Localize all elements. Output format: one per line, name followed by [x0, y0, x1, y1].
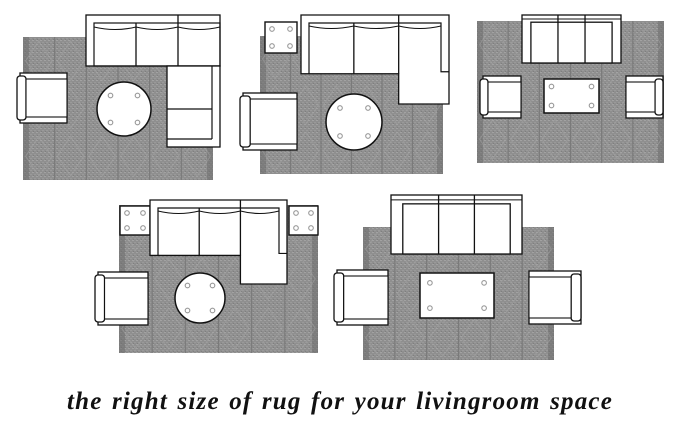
armchair-right [528, 270, 582, 325]
l-sofa [149, 199, 288, 285]
layout-1 [16, 14, 221, 180]
sofa [521, 14, 622, 64]
armchair-right [625, 75, 664, 119]
rect-coffee-table [419, 272, 495, 319]
armchair-left [239, 92, 298, 151]
layout-5 [333, 194, 582, 360]
end-table [288, 205, 319, 236]
layout-4 [94, 199, 319, 353]
round-coffee-table [325, 93, 383, 151]
armchair-left [16, 72, 68, 124]
round-coffee-table [96, 81, 152, 137]
end-table [119, 205, 151, 236]
caption: the right size of rug for your livingroo… [66, 388, 614, 415]
layout-3 [477, 14, 664, 163]
round-coffee-table [174, 272, 226, 324]
l-sofa [300, 14, 450, 105]
rect-coffee-table [543, 78, 600, 114]
armchair-left [479, 75, 522, 119]
sectional-top [85, 14, 221, 67]
sectional-side [166, 65, 221, 148]
end-table [264, 21, 298, 54]
sofa [390, 194, 523, 255]
armchair-left [94, 271, 149, 326]
layout-2 [239, 14, 450, 174]
armchair-left [333, 269, 389, 326]
